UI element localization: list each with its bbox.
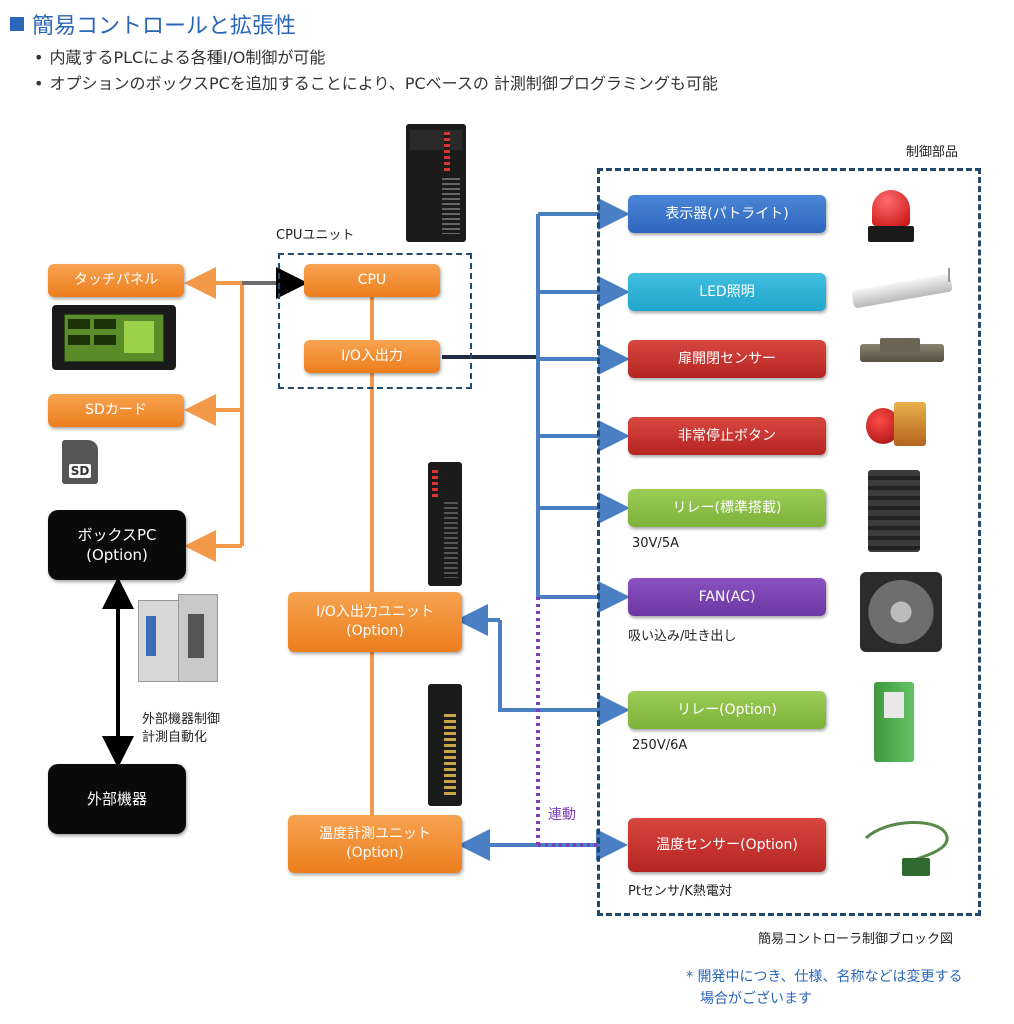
- temp-sensor-box: 温度センサー(Option): [628, 818, 826, 872]
- temp-unit-option-label: (Option): [346, 845, 404, 861]
- bullet-2-text: オプションのボックスPCを追加することにより、PCベースの 計測制御プログラミン…: [49, 74, 718, 93]
- cpu-unit-group: [278, 253, 472, 389]
- touch-panel-box: タッチパネル: [48, 264, 184, 297]
- external-control-label-1: 外部機器制御: [142, 712, 221, 727]
- page-title: 簡易コントロールと拡張性: [10, 8, 296, 40]
- page-title-text: 簡易コントロールと拡張性: [32, 14, 297, 39]
- io-unit-box: I/O入出力ユニット (Option): [288, 592, 462, 652]
- box-pc-option-label: (Option): [86, 546, 148, 564]
- bullet-1: •内蔵するPLCによる各種I/O制御が可能: [34, 48, 326, 67]
- external-device-box: 外部機器: [48, 764, 186, 834]
- fan-image: [860, 572, 942, 652]
- temp-sensor-image: [858, 818, 954, 882]
- fan-box: FAN(AC): [628, 578, 826, 616]
- sd-card-box: SDカード: [48, 394, 184, 427]
- temp-sensor-spec: Ptセンサ/K熱電対: [628, 884, 732, 899]
- relay-option-image: [874, 682, 914, 762]
- door-sensor-box: 扉開閉センサー: [628, 340, 826, 378]
- external-control-label-2: 計測自動化: [142, 730, 208, 745]
- relay-standard-box: リレー(標準搭載): [628, 489, 826, 527]
- temp-unit-image: [428, 684, 462, 806]
- io-unit-option-label: (Option): [346, 623, 404, 639]
- footnote-line-1: * 開発中につき、仕様、名称などは変更する: [686, 969, 963, 985]
- cpu-unit-image: [406, 124, 466, 242]
- relay-standard-image: [868, 470, 920, 552]
- box-pc-label: ボックスPC: [77, 525, 157, 544]
- sd-card-icon: SD: [62, 440, 98, 484]
- cpu-box: CPU: [304, 264, 440, 297]
- emergency-stop-box: 非常停止ボタン: [628, 417, 826, 455]
- touch-panel-image: [52, 305, 176, 370]
- led-light-image: [851, 268, 970, 309]
- temp-sensor-cable-icon: [864, 821, 949, 864]
- signal-light-box: 表示器(パトライト): [628, 195, 826, 233]
- door-sensor-image: [860, 336, 944, 368]
- cpu-unit-label: CPUユニット: [276, 228, 355, 243]
- link-label: 連動: [548, 807, 576, 823]
- bullet-2: •オプションのボックスPCを追加することにより、PCベースの 計測制御プログラミ…: [34, 74, 718, 93]
- title-square-icon: [10, 17, 24, 31]
- footnote-line-2: 場合がございます: [700, 991, 812, 1007]
- io-box: I/O入出力: [304, 340, 440, 373]
- relay-option-spec: 250V/6A: [632, 738, 688, 753]
- io-unit-label: I/O入出力ユニット: [316, 604, 434, 621]
- control-parts-group: [597, 168, 981, 916]
- bullet-1-text: 内蔵するPLCによる各種I/O制御が可能: [49, 48, 326, 67]
- emergency-stop-image: [866, 402, 930, 448]
- signal-light-image: [868, 190, 914, 244]
- box-pc-box: ボックスPC (Option): [48, 510, 186, 580]
- temp-unit-label: 温度計測ユニット: [319, 826, 431, 843]
- io-unit-image: [428, 462, 462, 586]
- relay-standard-spec: 30V/5A: [632, 536, 679, 551]
- fan-spec: 吸い込み/吐き出し: [628, 629, 737, 644]
- led-light-box: LED照明: [628, 273, 826, 311]
- box-pc-image: [138, 594, 218, 682]
- relay-option-box: リレー(Option): [628, 691, 826, 729]
- sd-card-icon-text: SD: [68, 464, 92, 478]
- temp-unit-box: 温度計測ユニット (Option): [288, 815, 462, 873]
- control-parts-label: 制御部品: [906, 145, 959, 160]
- block-diagram-caption: 簡易コントローラ制御ブロック図: [758, 932, 954, 947]
